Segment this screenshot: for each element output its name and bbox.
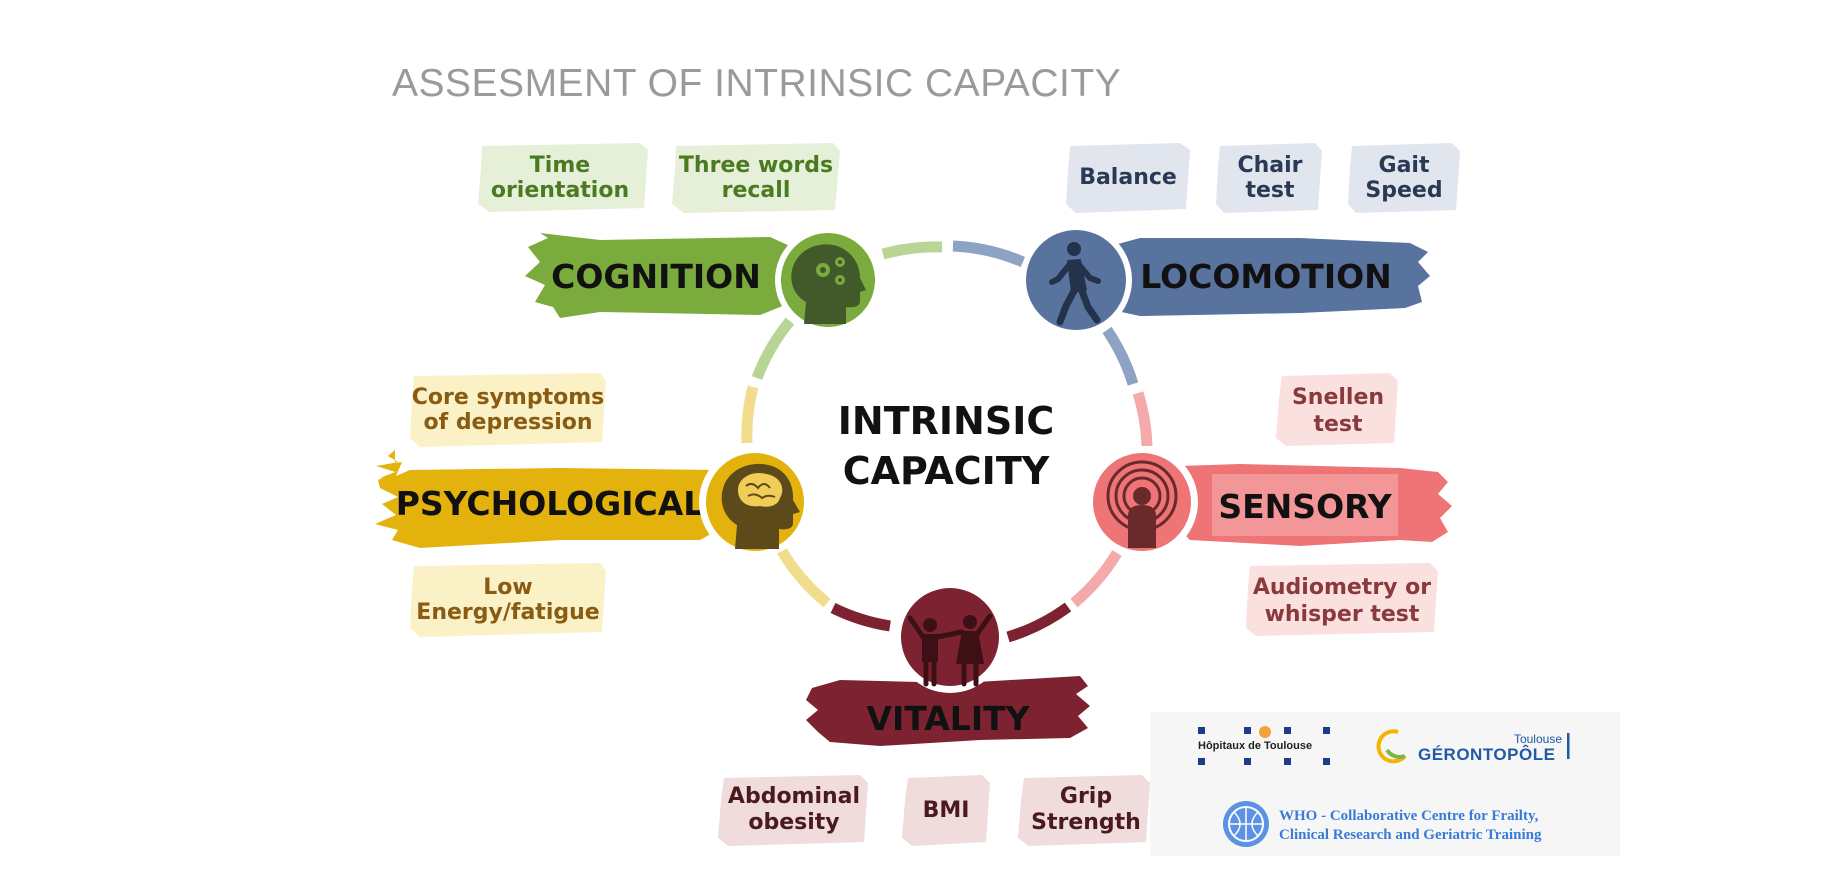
abdominal-obesity-line1: Abdominal (728, 784, 860, 809)
core-symptoms-line2: of depression (423, 410, 592, 435)
gerontopole-city: Toulouse (1514, 732, 1562, 746)
snellen-line2: test (1313, 412, 1363, 437)
gait-speed-line2: Speed (1365, 178, 1442, 203)
page-title: ASSESMENT OF INTRINSIC CAPACITY (392, 62, 1122, 105)
vitality-banner (806, 676, 1090, 746)
ring-segment-cognition-side (751, 317, 795, 381)
cognition-label: COGNITION (551, 257, 761, 296)
chu-logo-text: Hôpitaux de Toulouse (1198, 740, 1312, 752)
sensory-label-backing (1212, 474, 1398, 536)
who-logo: WHO - Collaborative Centre for Frailty, … (1223, 801, 1542, 847)
abdominal-obesity-line2: obesity (748, 810, 839, 835)
chu-toulouse-logo: Hôpitaux de Toulouse (1198, 726, 1330, 765)
ring-segment-locomotion-top (952, 240, 1026, 268)
gait-speed-line1: Gait (1379, 153, 1430, 178)
time-orientation-line1: Time (530, 153, 590, 178)
bmi-label: BMI (923, 798, 970, 823)
ring-segment-vitality-right (1006, 602, 1072, 643)
ring-segment-psych-top (741, 385, 759, 444)
center-title-line1: INTRINSIC (838, 399, 1054, 443)
snellen-line1: Snellen (1292, 385, 1384, 410)
who-text-line1: WHO - Collaborative Centre for Frailty, (1279, 808, 1539, 824)
chair-test-line2: test (1245, 178, 1295, 203)
three-words-line2: recall (722, 178, 791, 203)
time-orientation-line2: orientation (491, 178, 629, 203)
center-title-line2: CAPACITY (843, 449, 1050, 493)
ring-segment-sensory-bottom (1070, 550, 1122, 608)
vitality-icon-disc (901, 588, 999, 686)
gerontopole-logo: Toulouse GÉRONTOPÔLE (1376, 729, 1570, 764)
logos-panel: Hôpitaux de Toulouse Toulouse GÉRONTOPÔL… (1150, 712, 1620, 856)
cognition-banner (525, 233, 792, 318)
who-text-line2: Clinical Research and Geriatric Training (1279, 827, 1542, 843)
vitality-label: VITALITY (866, 699, 1030, 738)
locomotion-test-balance: Balance (1066, 143, 1190, 213)
head-brain-icon (721, 463, 800, 549)
person-signal-icon (1106, 460, 1178, 548)
ring-segment-sensory-top (1132, 391, 1153, 447)
head-gears-icon (791, 244, 866, 324)
walking-person-icon (1049, 242, 1101, 326)
audiometry-line2: whisper test (1265, 602, 1420, 627)
core-symptoms-line1: Core symptoms (412, 385, 604, 410)
ring-segment-psych-bottom (774, 543, 831, 608)
audiometry-line1: Audiometry or (1253, 575, 1431, 600)
psychological-label: PSYCHOLOGICAL (396, 484, 705, 523)
chair-test-line1: Chair (1237, 153, 1302, 178)
low-energy-line1: Low (483, 575, 532, 600)
ring-segment-vitality-left (830, 603, 891, 632)
two-people-icon (907, 613, 993, 687)
gerontopole-name: GÉRONTOPÔLE (1418, 745, 1555, 764)
psychological-banner-main (375, 462, 720, 548)
ring-segment-cognition-top (881, 241, 943, 260)
ring (741, 240, 1153, 643)
locomotion-label: LOCOMOTION (1140, 257, 1392, 296)
ring-segment-locomotion-side (1102, 326, 1139, 386)
grip-strength-line2: Strength (1031, 810, 1141, 835)
locomotion-banner (1103, 238, 1430, 316)
sensory-label: SENSORY (1218, 487, 1392, 526)
low-energy-line2: Energy/fatigue (416, 600, 599, 625)
three-words-line1: Three words (679, 153, 833, 178)
vitality-test-bmi: BMI (902, 775, 990, 846)
balance-label: Balance (1079, 165, 1177, 190)
grip-strength-line1: Grip (1060, 784, 1112, 809)
